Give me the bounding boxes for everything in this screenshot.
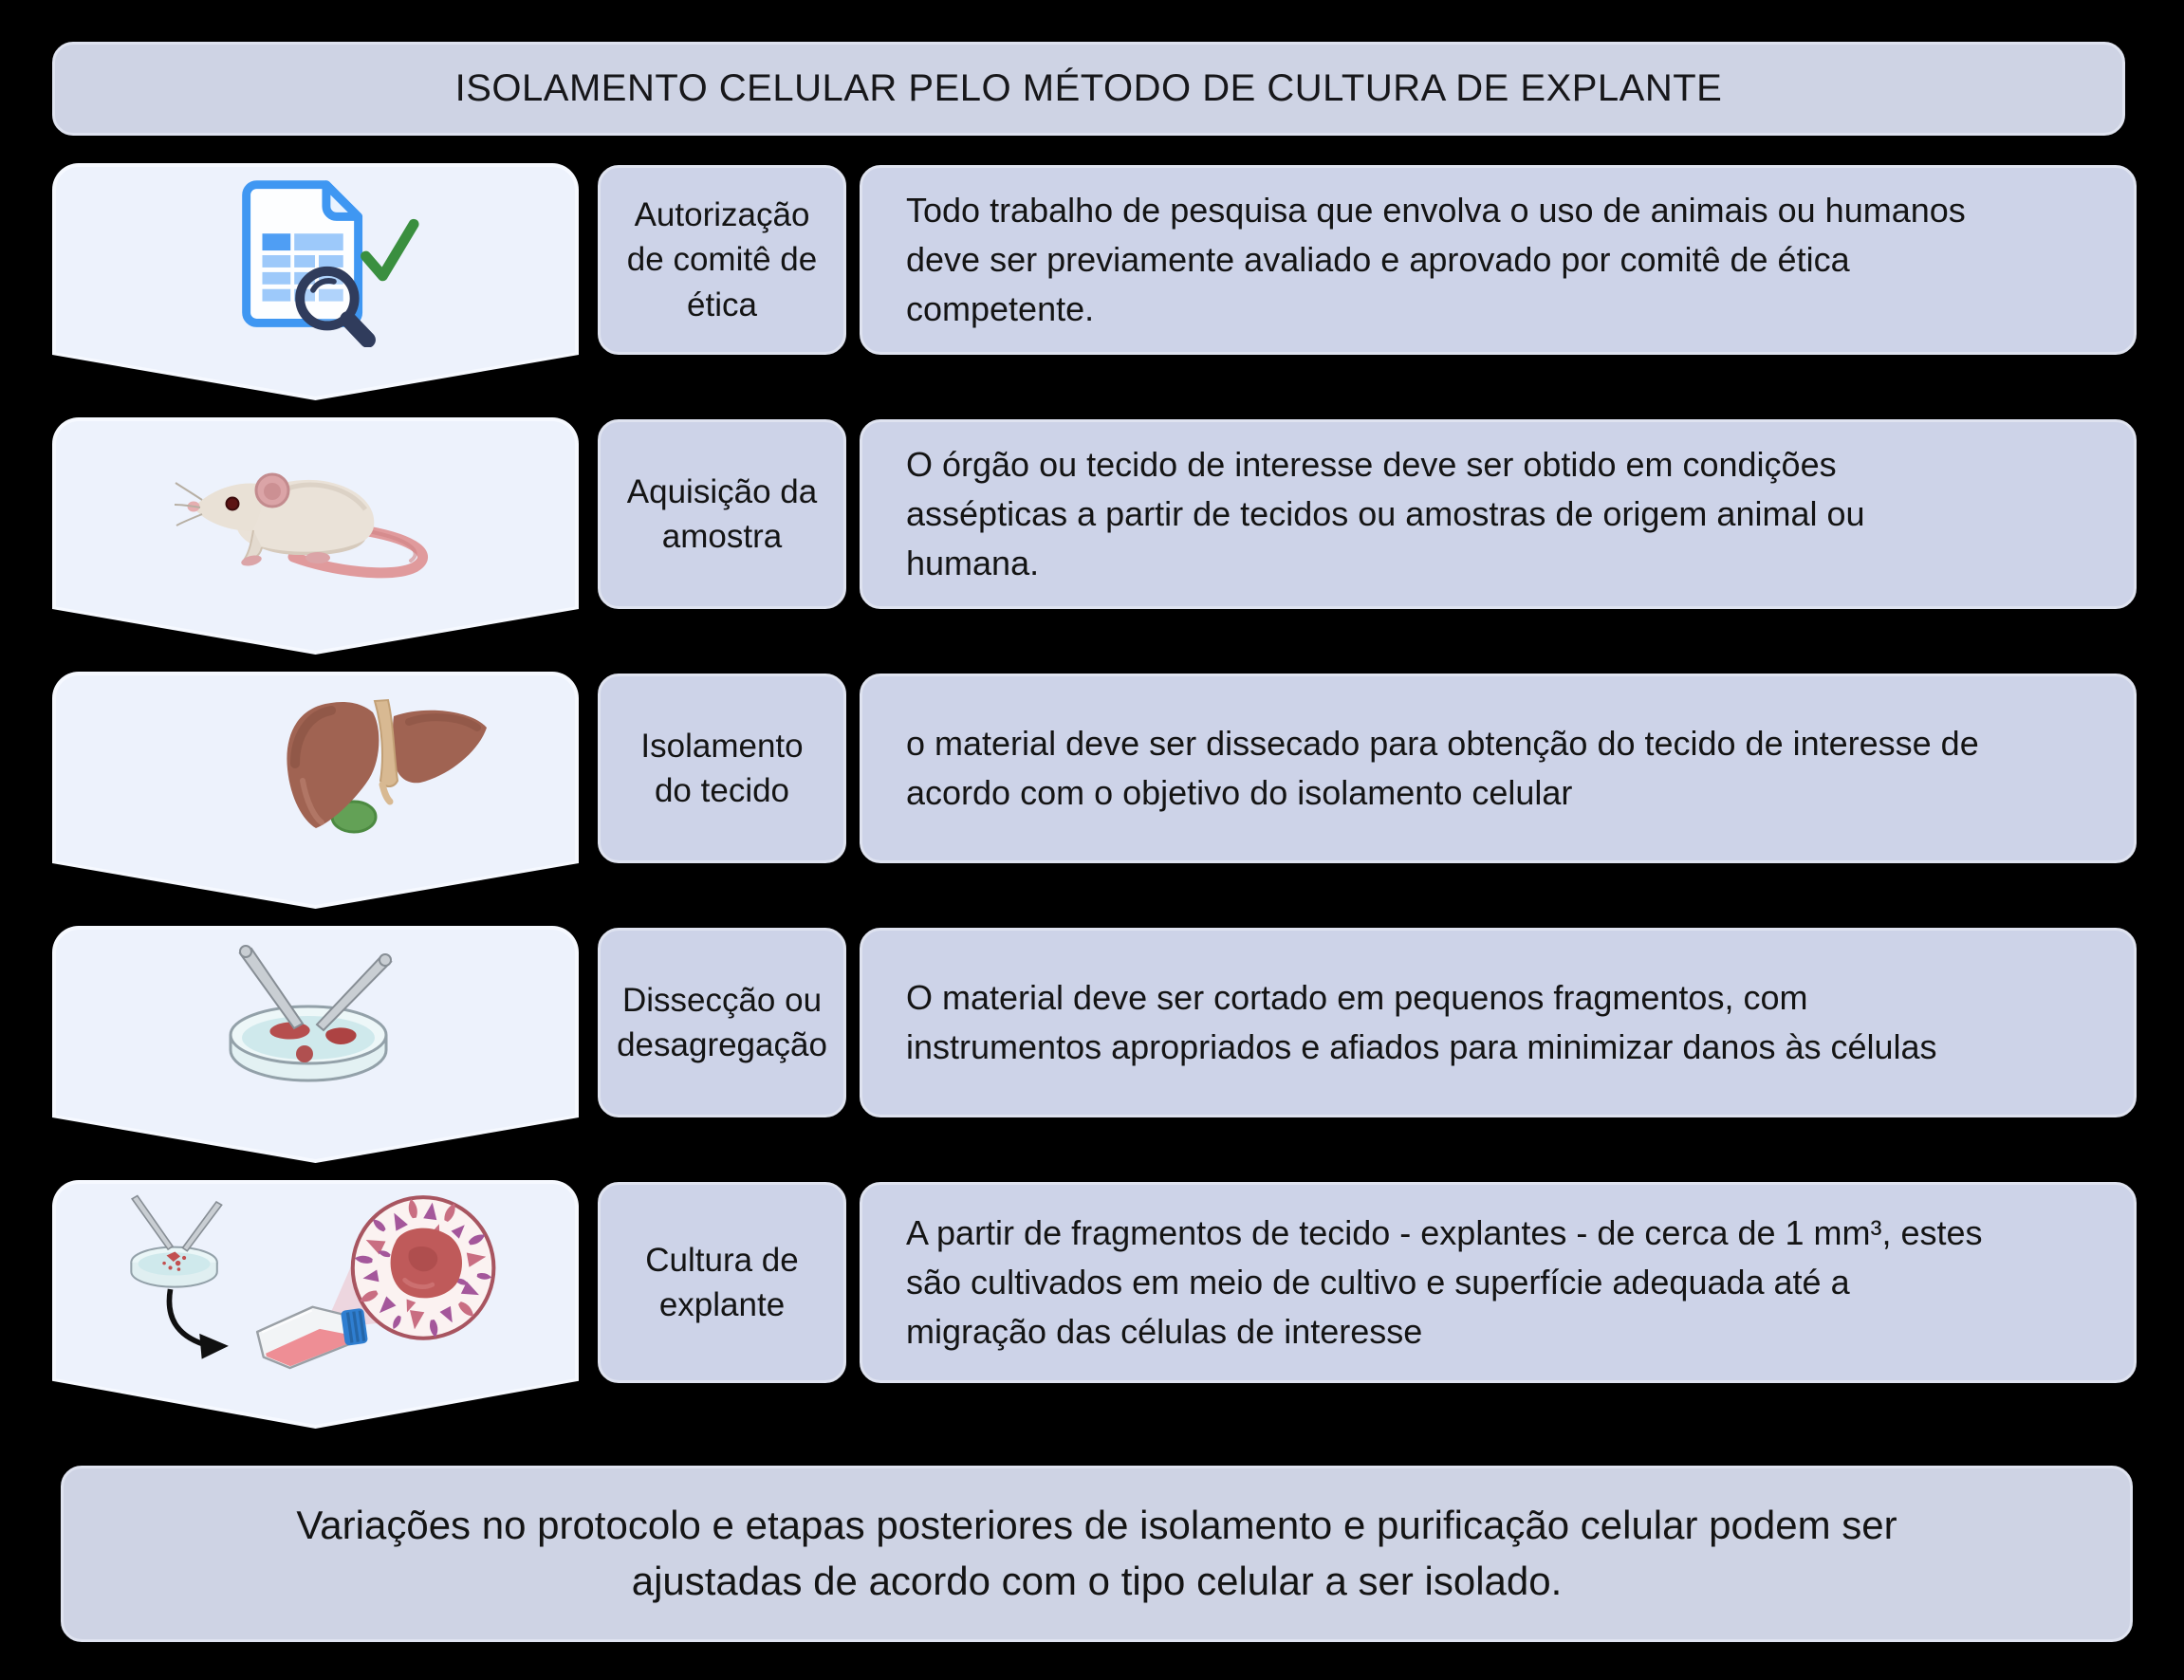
- step-icon-panel: [52, 672, 579, 909]
- step-description: o material deve ser dissecado para obten…: [860, 674, 2137, 863]
- step-description: O material deve ser cortado em pequenos …: [860, 928, 2137, 1117]
- step-icon-panel: [52, 163, 579, 400]
- footer-note-text: Variações no protocolo e etapas posterio…: [296, 1503, 1897, 1603]
- step-icon-panel: [52, 1180, 579, 1429]
- page-title: ISOLAMENTO CELULAR PELO MÉTODO DE CULTUR…: [52, 42, 2125, 136]
- step-label: Cultura de explante: [598, 1182, 846, 1383]
- lab-mouse-icon: [52, 417, 579, 609]
- step-icon-panel: [52, 926, 579, 1163]
- liver-icon: [52, 672, 579, 863]
- footer-note: Variações no protocolo e etapas posterio…: [61, 1466, 2133, 1642]
- step-description: O órgão ou tecido de interesse deve ser …: [860, 419, 2137, 609]
- ethics-approval-icon: [52, 163, 579, 355]
- mouse-illustration: [174, 472, 428, 579]
- liver-illustration: [286, 698, 487, 834]
- step-label: Dissecção ou desagregação: [598, 928, 846, 1117]
- step-icon-panel-inner: [56, 1184, 575, 1425]
- culture-flask: [255, 1305, 367, 1370]
- step-description: Todo trabalho de pesquisa que envolva o …: [860, 165, 2137, 355]
- step-description: A partir de fragmentos de tecido - expla…: [860, 1182, 2137, 1383]
- step-label: Aquisição da amostra: [598, 419, 846, 609]
- explant-culture-icon: [52, 1180, 579, 1383]
- dissection-petri-icon: [52, 926, 579, 1117]
- document-check-magnifier-icon: [241, 180, 419, 347]
- step-icon-panel: [52, 417, 579, 655]
- petri-dish-dissection-illustration: [229, 945, 393, 1082]
- step-label: Isolamento do tecido: [598, 674, 846, 863]
- page-title-text: ISOLAMENTO CELULAR PELO MÉTODO DE CULTUR…: [454, 67, 1723, 109]
- explant-culture-illustration: [129, 1194, 495, 1370]
- step-label: Autorização de comitê de ética: [598, 165, 846, 355]
